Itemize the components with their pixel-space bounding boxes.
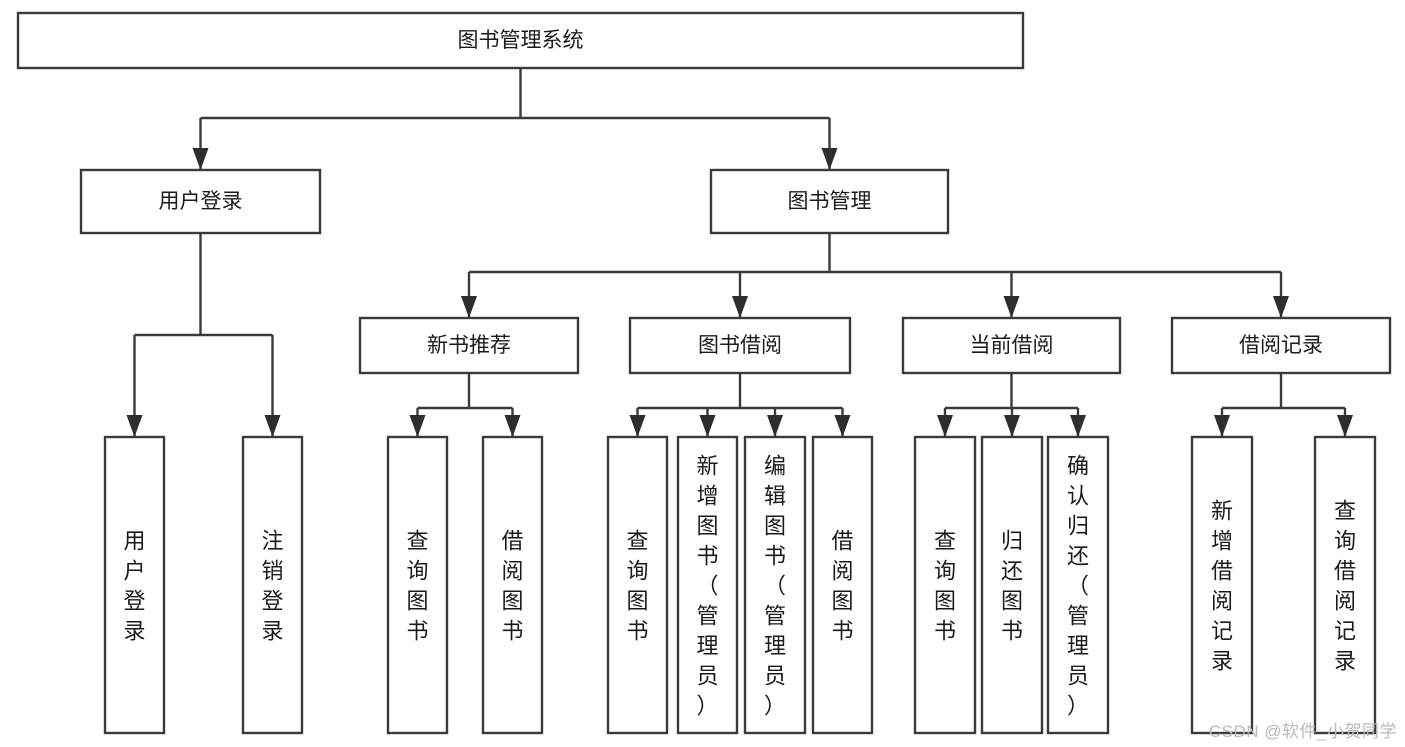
arrow-head-icon [409, 415, 426, 437]
root-node-label: 图书管理系统 [458, 29, 584, 52]
csdn-watermark: CSDN @软件_小贺同学 [1208, 722, 1397, 741]
arrow-head-icon [767, 415, 783, 437]
arrow-head-icon [834, 415, 851, 437]
root-node-1[interactable]: 图书管理系统 [16, 11, 1025, 70]
level2-node-box[interactable] [901, 316, 1122, 375]
level1-node-label: 用户登录 [159, 190, 243, 213]
level2-node-2[interactable]: 图书借阅 [628, 316, 852, 375]
leaf-node-label: 借阅图书 [831, 528, 853, 643]
leaf-node-box[interactable] [386, 435, 449, 735]
leaf-node-label: 查询图书 [934, 528, 956, 643]
level2-node-label: 当前借阅 [970, 334, 1054, 357]
leaf-node-6[interactable]: 新增图书（管理员） [676, 435, 739, 735]
level2-node-box[interactable] [628, 316, 852, 375]
leaf-node-label: 用户登录 [123, 528, 145, 643]
leaf-node-7[interactable]: 编辑图书（管理员） [743, 435, 807, 735]
level2-node-label: 借阅记录 [1239, 334, 1323, 357]
level2-node-label: 图书借阅 [698, 334, 782, 357]
arrow-head-icon [1214, 415, 1230, 437]
arrow-head-icon [126, 415, 143, 437]
leaf-node-12[interactable]: 新增借阅记录 [1190, 435, 1254, 735]
level2-node-1[interactable]: 新书推荐 [358, 316, 580, 375]
arrow-head-icon [264, 415, 281, 437]
leaf-node-5[interactable]: 查询图书 [606, 435, 669, 735]
level2-node-label: 新书推荐 [427, 334, 511, 357]
leaf-node-label: 注销登录 [261, 528, 283, 643]
node-layer: 图书管理系统用户登录图书管理新书推荐图书借阅当前借阅借阅记录用户登录注销登录查询… [16, 11, 1392, 735]
connector-layer [126, 68, 1353, 437]
leaf-node-2[interactable]: 注销登录 [241, 435, 304, 735]
leaf-node-box[interactable] [481, 435, 544, 735]
leaf-node-4[interactable]: 借阅图书 [481, 435, 544, 735]
leaf-node-box[interactable] [743, 435, 807, 735]
arrow-head-icon [1003, 296, 1020, 318]
leaf-node-10[interactable]: 归还图书 [980, 435, 1044, 735]
arrow-head-icon [699, 415, 716, 437]
leaf-node-8[interactable]: 借阅图书 [811, 435, 874, 735]
leaf-node-13[interactable]: 查询借阅记录 [1313, 435, 1377, 735]
arrow-head-icon [504, 415, 521, 437]
leaf-node-label: 查询图书 [626, 528, 648, 643]
leaf-node-box[interactable] [1190, 435, 1254, 735]
leaf-node-label: 新增借阅记录 [1211, 498, 1233, 673]
arrow-head-icon [821, 148, 838, 170]
leaf-node-box[interactable] [606, 435, 669, 735]
arrow-head-icon [1337, 415, 1353, 437]
leaf-node-label: 确认归还（管理员） [1067, 453, 1089, 718]
leaf-node-3[interactable]: 查询图书 [386, 435, 449, 735]
level1-node-1[interactable]: 用户登录 [79, 168, 322, 235]
level2-node-4[interactable]: 借阅记录 [1170, 316, 1392, 375]
leaf-node-box[interactable] [1313, 435, 1377, 735]
leaf-node-1[interactable]: 用户登录 [103, 435, 166, 735]
root-node-box[interactable] [16, 11, 1025, 70]
level2-node-3[interactable]: 当前借阅 [901, 316, 1122, 375]
arrow-head-icon [937, 415, 953, 437]
leaf-node-box[interactable] [1046, 435, 1110, 735]
leaf-node-label: 查询借阅记录 [1334, 498, 1356, 673]
arrow-head-icon [629, 415, 646, 437]
leaf-node-box[interactable] [103, 435, 166, 735]
leaf-node-label: 新增图书（管理员） [696, 453, 718, 718]
leaf-node-box[interactable] [676, 435, 739, 735]
level1-node-label: 图书管理 [788, 190, 872, 213]
leaf-node-box[interactable] [913, 435, 977, 735]
level2-node-box[interactable] [358, 316, 580, 375]
arrow-head-icon [1004, 415, 1020, 437]
arrow-head-icon [732, 296, 748, 318]
leaf-node-label: 查询图书 [406, 528, 428, 643]
level1-node-box[interactable] [709, 168, 950, 235]
leaf-node-label: 借阅图书 [501, 528, 523, 643]
arrow-head-icon [1070, 415, 1086, 437]
leaf-node-9[interactable]: 查询图书 [913, 435, 977, 735]
level1-node-2[interactable]: 图书管理 [709, 168, 950, 235]
arrow-head-icon [1273, 296, 1289, 318]
leaf-node-label: 编辑图书（管理员） [764, 453, 786, 718]
leaf-node-box[interactable] [241, 435, 304, 735]
leaf-node-11[interactable]: 确认归还（管理员） [1046, 435, 1110, 735]
leaf-node-box[interactable] [811, 435, 874, 735]
arrow-head-icon [192, 148, 209, 170]
leaf-node-box[interactable] [980, 435, 1044, 735]
level2-node-box[interactable] [1170, 316, 1392, 375]
leaf-node-label: 归还图书 [1001, 528, 1023, 643]
level1-node-box[interactable] [79, 168, 322, 235]
arrow-head-icon [461, 296, 477, 318]
